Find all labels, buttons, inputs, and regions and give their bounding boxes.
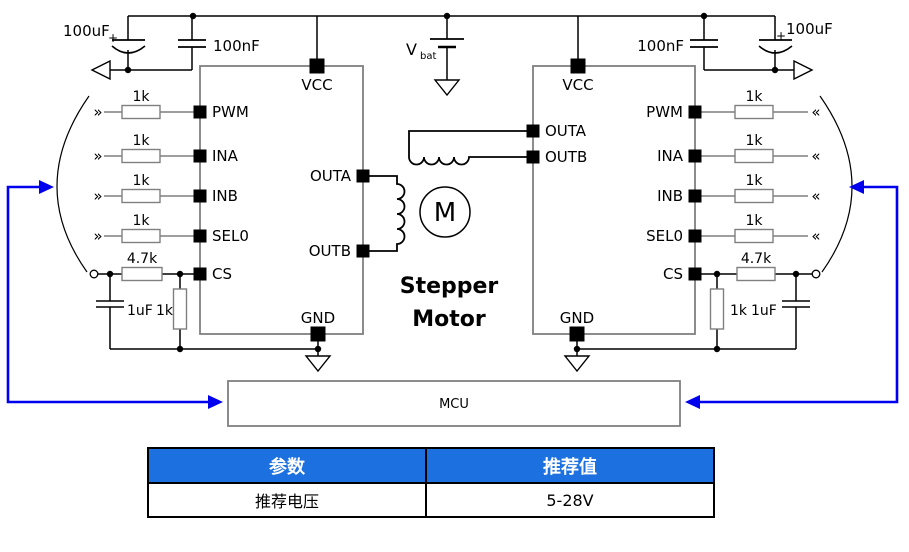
left-driver-pin-pwm: PWM	[212, 103, 249, 121]
right-power-ground-icon	[793, 59, 814, 81]
left-power-ground-icon	[90, 59, 111, 81]
right-input-network: 1k 1k 1k 1k « « « « 4.7k 1k 1uF	[577, 89, 821, 350]
right-r-inb-value: 1k	[745, 173, 763, 189]
right-driver-vcc-label: VCC	[562, 76, 593, 94]
right-driver-pin-ina: INA	[657, 147, 684, 165]
right-bulk-cap-label: 100uF	[786, 20, 833, 38]
left-driver-pin-outb: OUTB	[309, 242, 351, 260]
left-connector-pwm-icon: »	[93, 103, 102, 121]
motor-caption-line1: Stepper	[400, 274, 499, 299]
left-r-sel0-value: 1k	[132, 213, 150, 229]
motor-winding-right	[408, 130, 533, 166]
left-bulk-cap-plus: +	[108, 31, 118, 45]
left-driver-ic: VCC GND PWM INA INB SEL0 CS OUTA OUTB	[193, 58, 370, 342]
left-driver-gnd-label: GND	[301, 309, 335, 327]
left-cs-filter-cap-value: 1uF	[127, 303, 153, 319]
right-driver-pin-outb: OUTB	[545, 148, 587, 166]
battery-vbat: V bat	[406, 38, 464, 97]
table-header-recommended-value: 推荐值	[427, 449, 713, 482]
left-cs-resistor-value: 4.7k	[127, 251, 158, 267]
battery-label: V	[406, 40, 417, 59]
battery-ground-icon	[433, 79, 461, 97]
right-driver-pin-inb: INB	[657, 187, 683, 205]
parameter-table: 参数 推荐值 推荐电压 5-28V	[147, 447, 715, 518]
left-connector-bracket	[56, 95, 90, 273]
left-connector-inb-icon: »	[93, 187, 102, 205]
junction-dots	[106, 12, 800, 353]
right-driver-pin-cs: CS	[663, 265, 683, 283]
table-header-row: 参数 推荐值	[149, 449, 713, 482]
battery-label-sub: bat	[420, 51, 436, 62]
motor-letter: M	[434, 198, 456, 228]
right-driver-ic: VCC GND OUTA OUTB PWM INA INB SEL0 CS	[526, 58, 702, 342]
left-bus-arrow	[6, 185, 208, 404]
right-decoupling-capacitor: 100nF	[637, 37, 718, 55]
left-driver-pin-ina: INA	[212, 147, 239, 165]
left-connector-sel0-icon: »	[93, 227, 102, 245]
right-bulk-cap-plus: +	[776, 29, 786, 43]
right-bulk-capacitor: + 100uF	[758, 20, 833, 54]
left-decoupling-capacitor: 100nF	[178, 37, 260, 55]
mcu-label: MCU	[439, 397, 469, 412]
table-cell-parameter-value: 5-28V	[427, 482, 713, 516]
right-connector-bracket	[819, 95, 853, 273]
right-r-ina-value: 1k	[745, 133, 763, 149]
left-ic-ground-icon	[304, 341, 332, 373]
left-driver-vcc-label: VCC	[301, 76, 332, 94]
motor-winding-left	[363, 175, 406, 252]
right-cs-filter-cap-value: 1uF	[751, 303, 777, 319]
left-r-ina-value: 1k	[132, 133, 150, 149]
right-r-pwm-value: 1k	[745, 89, 763, 105]
left-r-inb-value: 1k	[132, 173, 150, 189]
table-cell-parameter-name: 推荐电压	[149, 482, 427, 516]
right-connector-ina-icon: «	[811, 147, 820, 165]
right-decoupling-cap-label: 100nF	[637, 37, 684, 55]
right-connector-pwm-icon: «	[811, 103, 820, 121]
right-cs-filter-resistor-value: 1k	[730, 303, 748, 319]
right-bus-arrowhead-mcu	[685, 395, 700, 409]
right-cs-resistor-value: 4.7k	[741, 251, 772, 267]
left-cs-terminal	[89, 269, 99, 279]
left-cs-filter-resistor-value: 1k	[156, 303, 174, 319]
left-driver-pin-inb: INB	[212, 187, 238, 205]
mcu-box: MCU	[227, 380, 681, 427]
left-connector-ina-icon: »	[93, 147, 102, 165]
right-driver-gnd-label: GND	[560, 309, 594, 327]
right-driver-pin-outa: OUTA	[545, 122, 587, 140]
right-ic-ground-icon	[563, 341, 591, 373]
power-rail-wires	[110, 15, 794, 80]
left-bulk-cap-label: 100uF	[63, 22, 110, 40]
table-header-parameter: 参数	[149, 449, 427, 482]
motor-symbol: M	[419, 186, 471, 238]
left-r-pwm-value: 1k	[132, 89, 150, 105]
left-bus-arrowhead-mcu	[208, 395, 223, 409]
right-cs-terminal	[811, 269, 821, 279]
table-data-row: 推荐电压 5-28V	[149, 482, 713, 516]
motor-caption-line2: Motor	[412, 307, 486, 332]
stepper-driver-schematic: 100uF + 100nF V bat 100nF + 100uF	[6, 12, 899, 427]
left-input-network: 1k 1k 1k 1k » » » » 4.7k 1uF 1k	[89, 89, 318, 350]
left-driver-pin-cs: CS	[212, 265, 232, 283]
right-connector-sel0-icon: «	[811, 227, 820, 245]
right-connector-inb-icon: «	[811, 187, 820, 205]
left-decoupling-cap-label: 100nF	[213, 37, 260, 55]
right-bus-arrow	[700, 185, 899, 404]
right-driver-pin-pwm: PWM	[646, 103, 683, 121]
left-driver-pin-outa: OUTA	[310, 167, 352, 185]
right-r-sel0-value: 1k	[745, 213, 763, 229]
left-bulk-capacitor: 100uF +	[63, 22, 146, 54]
right-bus-arrowhead-top	[849, 180, 864, 194]
left-bus-arrowhead-top	[39, 180, 54, 194]
left-driver-pin-sel0: SEL0	[212, 227, 249, 245]
right-driver-pin-sel0: SEL0	[646, 227, 683, 245]
